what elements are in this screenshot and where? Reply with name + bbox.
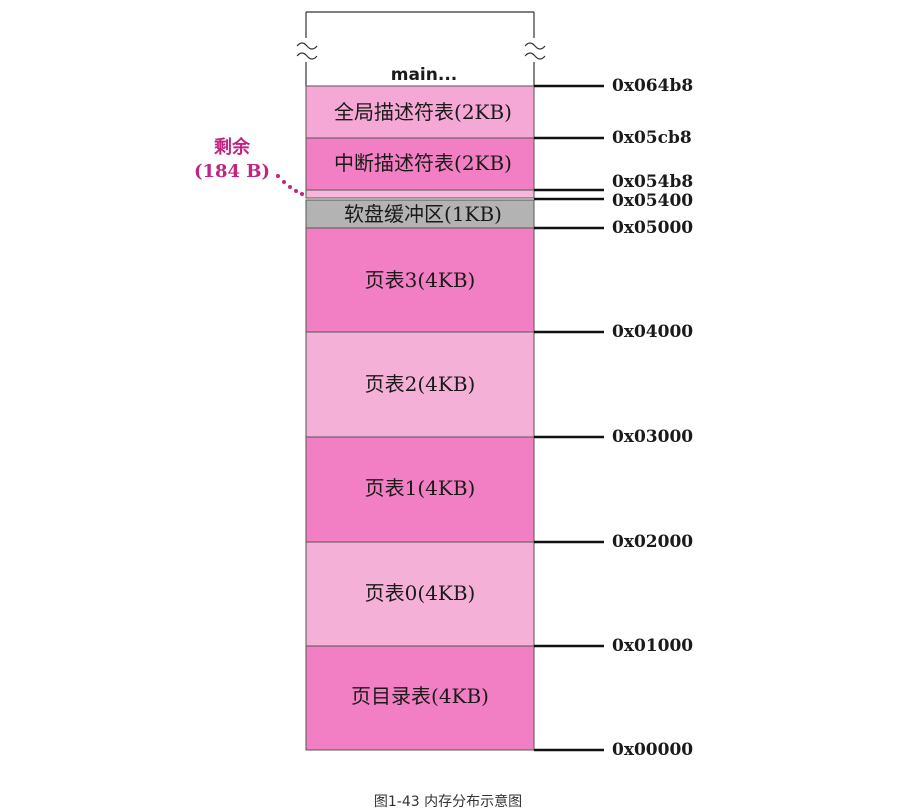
address-label: 0x02000 xyxy=(612,532,693,552)
address-label: 0x01000 xyxy=(612,636,693,656)
page-table-2-block xyxy=(305,331,535,438)
page-table-3-label: 页表3(4KB) xyxy=(365,268,476,292)
break-mark-right xyxy=(524,42,546,60)
page-table-0-label: 页表0(4KB) xyxy=(365,581,476,605)
page-table-0-block xyxy=(305,541,535,647)
address-labels: 0x064b8 0x05cb8 0x054b8 0x05400 0x05000 … xyxy=(612,76,693,760)
memory-blocks: 全局描述符表(2KB) 中断描述符表(2KB) 软盘缓冲区(1KB) 页表3(4… xyxy=(305,85,535,751)
figure-caption: 图1-43 内存分布示意图 xyxy=(374,793,522,810)
address-ticks xyxy=(534,84,604,752)
address-label: 0x054b8 xyxy=(612,172,693,192)
remaining-label-line1: 剩余 xyxy=(214,136,251,158)
idt-label: 中断描述符表(2KB) xyxy=(334,151,512,175)
page-table-2-label: 页表2(4KB) xyxy=(365,372,476,396)
page-directory-block xyxy=(305,645,535,751)
address-label: 0x04000 xyxy=(612,322,693,342)
address-label: 0x05400 xyxy=(612,191,693,211)
address-label: 0x00000 xyxy=(612,740,693,760)
gdt-block xyxy=(305,85,535,139)
remaining-label-line2: (184 B) xyxy=(194,161,270,182)
upper-memory-region: main... xyxy=(296,11,546,86)
break-mark-left xyxy=(296,42,318,60)
main-label: main... xyxy=(391,65,458,85)
address-label: 0x05cb8 xyxy=(612,128,692,148)
dotted-leader xyxy=(276,174,304,196)
address-label: 0x03000 xyxy=(612,427,693,447)
remaining-annotation: 剩余 (184 B) xyxy=(194,136,304,196)
remaining-gap-block xyxy=(305,189,535,199)
page-table-3-block xyxy=(305,227,535,333)
floppy-buffer-label: 软盘缓冲区(1KB) xyxy=(344,202,502,226)
address-label: 0x064b8 xyxy=(612,76,693,96)
gdt-label: 全局描述符表(2KB) xyxy=(334,100,512,124)
address-label: 0x05000 xyxy=(612,218,693,238)
floppy-buffer-block xyxy=(305,199,535,229)
page-table-1-label: 页表1(4KB) xyxy=(365,476,476,500)
page-directory-label: 页目录表(4KB) xyxy=(351,684,489,708)
page-table-1-block xyxy=(305,436,535,543)
